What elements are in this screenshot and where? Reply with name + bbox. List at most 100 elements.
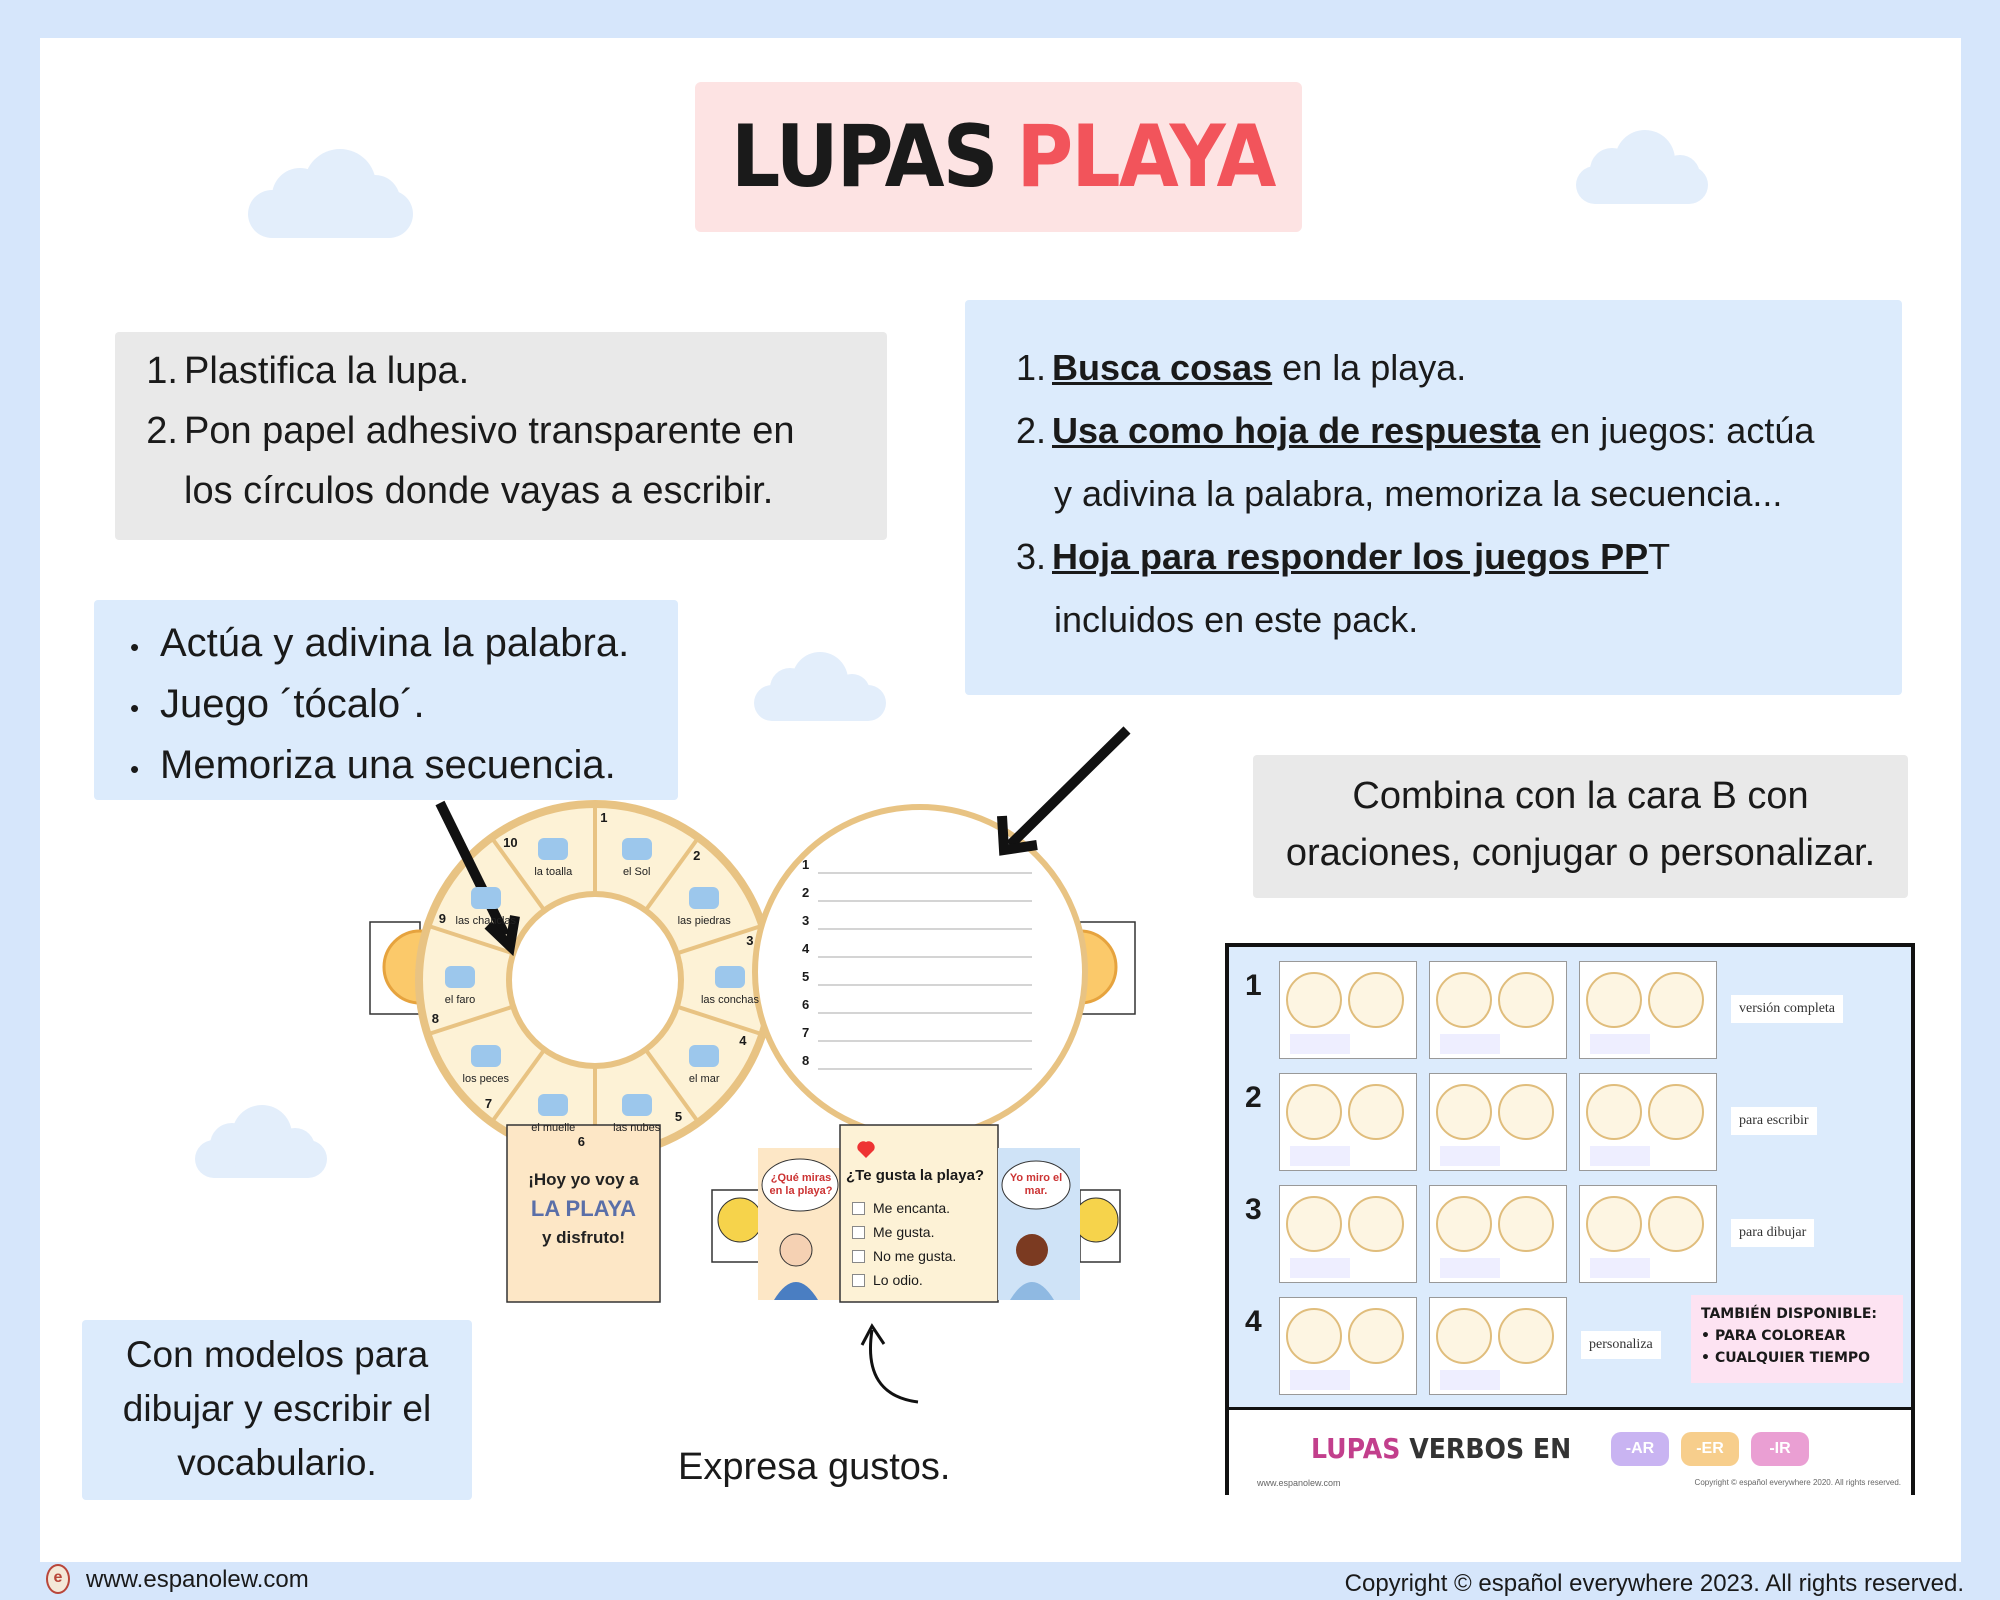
preview-tag: para escribir [1731, 1107, 1817, 1135]
combina-box [1253, 755, 1908, 898]
wheel-item-number: 7 [484, 1096, 493, 1112]
checkbox[interactable] [852, 1225, 865, 1239]
verb-badge-ir: -IR [1751, 1432, 1809, 1466]
list-item-continued: y adivina la palabra, memoriza la secuen… [1054, 473, 1783, 514]
preview-thumbnail [1429, 1073, 1567, 1171]
gusta-option[interactable]: Me gusta. [852, 1220, 956, 1244]
list-item: 1.Busca cosas en la playa. [1015, 347, 1467, 388]
list-item: 1.Plastifica la lupa. [146, 350, 470, 392]
gusta-option[interactable]: Lo odio. [852, 1268, 956, 1292]
footer-website[interactable]: www.espanolew.com [86, 1566, 309, 1593]
wheel-item-picture [715, 966, 745, 988]
wheel-item-label: los peces [462, 1073, 510, 1086]
preview-row-number: 1 [1245, 969, 1262, 1002]
preview-thumbnail [1429, 1185, 1567, 1283]
preview-thumbnail [1279, 961, 1417, 1059]
wheel-item-number: 10 [503, 834, 518, 850]
wheel-item-label: las piedras [677, 914, 731, 927]
page-title: LUPAS PLAYA [695, 82, 1276, 232]
bubble-left: ¿Qué miras en la playa? [769, 1172, 833, 1197]
list-item: los círculos donde vayas a escribir. [184, 470, 774, 512]
preview-thumbnail [1429, 961, 1567, 1059]
writing-line-number: 4 [802, 941, 810, 956]
wheel-item-number: 9 [438, 911, 447, 927]
instructions-box [115, 332, 887, 540]
title-word-playa: PLAYA [1016, 107, 1276, 207]
wheel-item-label: las chanclas [455, 914, 517, 927]
wheel-item-label: el muelle [531, 1122, 576, 1135]
preview-thumbnail [1579, 1185, 1717, 1283]
card-hoy-voy: ¡Hoy yo voy a LA PLAYA y disfruto! [528, 1170, 639, 1247]
list-item: 2.Usa como hoja de respuesta en juegos: … [1015, 410, 1815, 451]
wheel-item-number: 8 [431, 1011, 440, 1027]
expresa-gustos-caption: Expresa gustos. [678, 1446, 951, 1488]
list-item: •Actúa y adivina la palabra. [130, 621, 630, 665]
list-item: 3.Hoja para responder los juegos PPT [1015, 536, 1671, 577]
wheel-item-number: 6 [577, 1133, 585, 1149]
wheel-item-number: 3 [746, 932, 754, 948]
title-banner: LUPAS PLAYA [695, 82, 1302, 232]
uses-box [965, 300, 1902, 695]
wheel-item-picture [689, 886, 720, 909]
list-item: •Memoriza una secuencia. [130, 743, 616, 787]
wheel-item-picture [621, 837, 652, 860]
wheel-item-label: el mar [688, 1073, 720, 1086]
preview-thumbnail [1279, 1297, 1417, 1395]
preview-tag: personaliza [1581, 1331, 1661, 1359]
modelos-text: Con modelos para dibujar y escribir el v… [122, 1334, 432, 1483]
gusta-option[interactable]: Me encanta. [852, 1196, 956, 1220]
preview-tag: para dibujar [1731, 1219, 1815, 1247]
checkbox[interactable] [852, 1201, 865, 1215]
gusta-options: Me encanta.Me gusta.No me gusta.Lo odio. [852, 1196, 956, 1292]
preview-thumbnail [1429, 1297, 1567, 1395]
wheel-item-number: 4 [739, 1032, 747, 1048]
verbos-banner: LUPAS VERBOS EN -AR -ER -IR www.espanole… [1229, 1407, 1911, 1495]
list-item: 2.Pon papel adhesivo transparente en [146, 410, 795, 452]
list-item-continued: incluidos en este pack. [1054, 599, 1419, 640]
wheel-item-picture [689, 1045, 720, 1068]
wheel-item-label: las conchas [700, 994, 760, 1006]
wheel-item-number: 2 [693, 847, 701, 863]
writing-line-number: 1 [802, 857, 810, 872]
writing-line-number: 3 [802, 913, 810, 928]
writing-line-number: 2 [802, 885, 810, 900]
wheel-item-picture [538, 1094, 569, 1117]
games-box [94, 600, 678, 800]
gusta-option[interactable]: No me gusta. [852, 1244, 956, 1268]
modelos-box [82, 1320, 472, 1500]
preview-thumbnail [1279, 1073, 1417, 1171]
gusta-question: ¿Te gusta la playa? [846, 1167, 985, 1184]
writing-line-number: 5 [802, 969, 810, 984]
list-item: •Juego ´tócalo´. [130, 682, 425, 726]
preview-thumbnail [1579, 961, 1717, 1059]
footer-copyright: Copyright © español everywhere 2023. All… [1344, 1570, 1964, 1597]
preview-tag: versión completa [1731, 995, 1844, 1023]
writing-line-number: 8 [802, 1053, 810, 1068]
wheel-item-picture [470, 886, 501, 909]
checkbox[interactable] [852, 1273, 865, 1287]
games-list: •Actúa y adivina la palabra. •Juego ´tóc… [130, 615, 629, 798]
bubble-right: Yo miro el mar. [1009, 1172, 1063, 1197]
preview-thumbnail [1279, 1185, 1417, 1283]
wheel-item-label: el Sol [622, 865, 651, 878]
wheel-item-number: 1 [600, 810, 608, 826]
checkbox[interactable] [852, 1249, 865, 1263]
preview-row-number: 2 [1245, 1081, 1262, 1114]
wheel-item-label: las nubes [613, 1122, 661, 1135]
title-word-lupas: LUPAS [731, 107, 998, 207]
wheel-item-number: 5 [674, 1109, 683, 1125]
wheel-item-picture [538, 837, 569, 860]
logo-icon: e [46, 1564, 70, 1594]
verb-badge-ar: -AR [1611, 1432, 1669, 1466]
combina-text: Combina con la cara B con oraciones, con… [1285, 775, 1876, 874]
writing-line-number: 7 [802, 1025, 810, 1040]
instructions-list: 1.Plastifica la lupa. 2.Pon papel adhesi… [140, 341, 880, 521]
uses-list: 1.Busca cosas en la playa. 2.Usa como ho… [1008, 336, 1898, 651]
wheel-item-picture [445, 966, 475, 988]
tambien-box: TAMBIÉN DISPONIBLE: •PARA COLOREAR •CUAL… [1691, 1295, 1903, 1383]
writing-line-number: 6 [802, 997, 810, 1012]
wheel-item-picture [470, 1045, 501, 1068]
preview-row-number: 4 [1245, 1305, 1262, 1338]
wheel-item-picture [621, 1094, 652, 1117]
